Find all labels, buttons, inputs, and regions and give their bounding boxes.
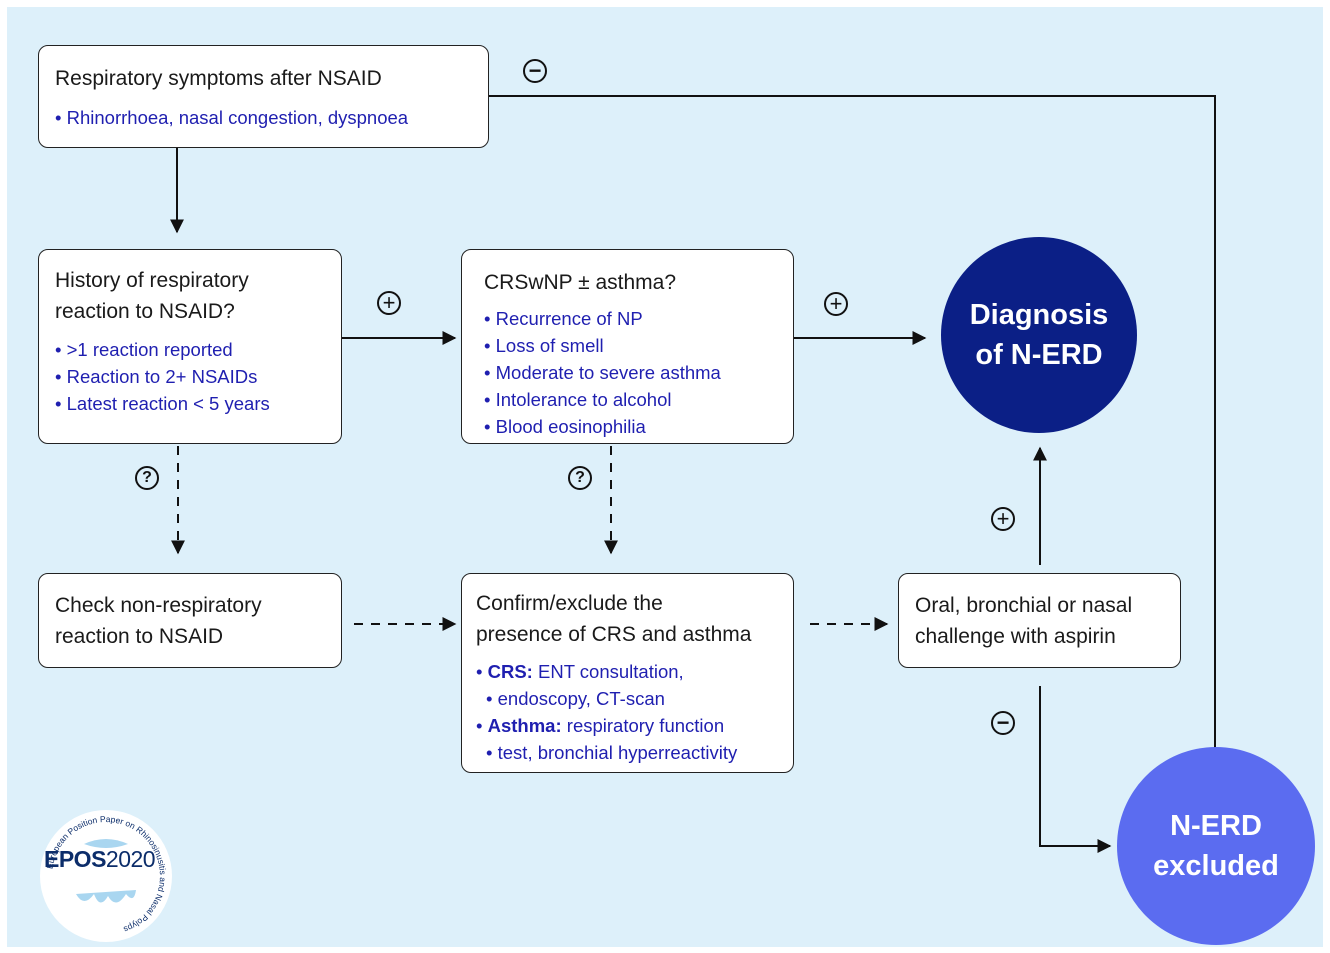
box-history: History of respiratory reaction to NSAID… <box>38 249 342 444</box>
minus-icon: − <box>523 58 547 83</box>
diagram-background <box>7 7 1323 947</box>
history-item-2: Latest reaction < 5 years <box>55 390 270 417</box>
history-item-0: >1 reaction reported <box>55 336 270 363</box>
diagnosis-circle: Diagnosis of N-ERD <box>941 237 1137 433</box>
confirm-item-asthma-cont: test, bronchial hyperreactivity <box>476 739 738 766</box>
plus-icon: + <box>377 290 401 315</box>
confirm-title-line-1: Confirm/exclude the <box>476 592 663 615</box>
logo-wordmark: EPOS2020 <box>44 846 172 873</box>
start-item-0: Rhinorrhoea, nasal congestion, dyspnoea <box>55 104 408 131</box>
logo-name-year: 2020 <box>105 846 156 872</box>
challenge-title-line-1: Oral, bronchial or nasal <box>915 594 1133 617</box>
crswnp-items: Recurrence of NP Loss of smell Moderate … <box>484 305 721 440</box>
arrow-start-to-excluded <box>488 95 1222 777</box>
box-non-respiratory: Check non-respiratory reaction to NSAID <box>38 573 342 668</box>
box-crswnp: CRSwNP ± asthma? Recurrence of NP Loss o… <box>461 249 794 444</box>
plus-icon: + <box>824 291 848 316</box>
box-confirm-exclude: Confirm/exclude the presence of CRS and … <box>461 573 794 773</box>
epos-logo-icon: European Position Paper on Rhinosinusiti… <box>40 810 172 942</box>
arrow-challenge-to-excluded <box>1039 686 1112 853</box>
asthma-line-2: test, bronchial hyperreactivity <box>497 742 738 763</box>
crswnp-title: CRSwNP ± asthma? <box>484 271 677 294</box>
confirm-items: CRS: ENT consultation, endoscopy, CT-sca… <box>476 658 738 766</box>
crs-line-2: endoscopy, CT-scan <box>497 688 665 709</box>
crswnp-item-4: Blood eosinophilia <box>484 413 721 440</box>
excluded-circle: N-ERD excluded <box>1117 747 1315 945</box>
logo-name-bold: EPOS <box>44 846 106 872</box>
crswnp-item-0: Recurrence of NP <box>484 305 721 332</box>
confirm-item-crs: CRS: ENT consultation, <box>476 658 737 685</box>
excluded-line-1: N-ERD <box>1170 810 1262 842</box>
crswnp-item-3: Intolerance to alcohol <box>484 386 721 413</box>
plus-icon: + <box>991 506 1015 531</box>
minus-icon: − <box>991 710 1015 735</box>
confirm-title-line-2: presence of CRS and asthma <box>476 623 752 646</box>
confirm-item-crs-cont: endoscopy, CT-scan <box>476 685 737 712</box>
nonresp-title-line-2: reaction to NSAID <box>55 625 224 648</box>
crswnp-item-1: Loss of smell <box>484 332 721 359</box>
history-title-line-2: reaction to NSAID? <box>55 300 235 323</box>
diagnosis-line-1: Diagnosis <box>969 299 1109 331</box>
start-title: Respiratory symptoms after NSAID <box>55 67 382 90</box>
box-respiratory-symptoms: Respiratory symptoms after NSAID Rhinorr… <box>38 45 489 148</box>
crswnp-item-2: Moderate to severe asthma <box>484 359 721 386</box>
crs-label: CRS: <box>487 661 533 682</box>
history-items: >1 reaction reported Reaction to 2+ NSAI… <box>55 336 270 417</box>
asthma-label: Asthma: <box>487 715 562 736</box>
excluded-line-2: excluded <box>1153 850 1279 882</box>
diagnosis-line-2: of N-ERD <box>975 339 1103 371</box>
history-title-line-1: History of respiratory <box>55 269 249 292</box>
excluded-label: N-ERD excluded <box>1153 806 1279 886</box>
nonresp-title-line-1: Check non-respiratory <box>55 594 262 617</box>
diagnosis-label: Diagnosis of N-ERD <box>970 295 1109 375</box>
question-icon: ? <box>568 466 592 490</box>
crs-line-1: ENT consultation, <box>532 661 684 682</box>
history-item-1: Reaction to 2+ NSAIDs <box>55 363 270 390</box>
confirm-item-asthma: Asthma: respiratory function <box>476 712 737 739</box>
challenge-title-line-2: challenge with aspirin <box>915 625 1116 648</box>
box-aspirin-challenge: Oral, bronchial or nasal challenge with … <box>898 573 1181 668</box>
asthma-line-1: respiratory function <box>561 715 725 736</box>
start-items: Rhinorrhoea, nasal congestion, dyspnoea <box>55 104 408 131</box>
question-icon: ? <box>135 466 159 490</box>
